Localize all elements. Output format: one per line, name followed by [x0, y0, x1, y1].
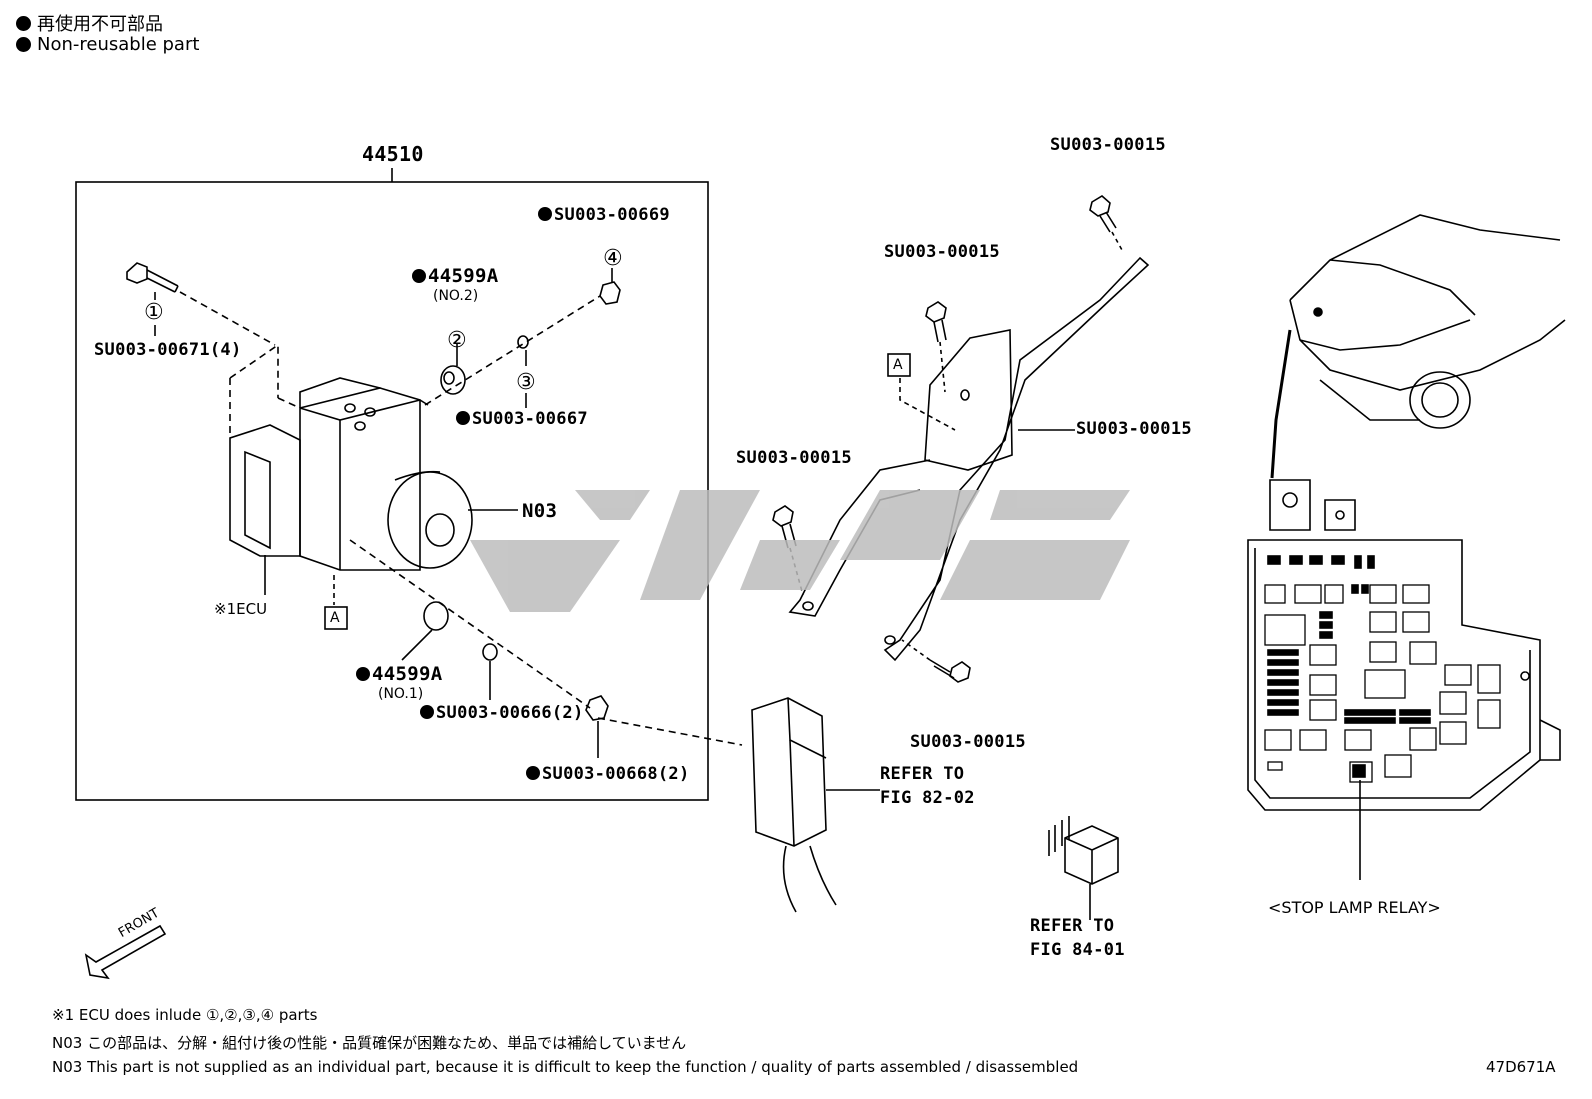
callout-ecu: ※1ECU	[214, 600, 268, 618]
fuse-box-icon	[1247, 479, 1561, 880]
fuse-strips	[1267, 555, 1431, 778]
callout-number-2: ②	[447, 328, 467, 353]
callout-su003-00668: SU003-00668(2)	[526, 764, 690, 784]
watermark-logo	[470, 490, 1130, 612]
reference-box-a-2: A	[893, 357, 903, 373]
refer-fig-84-01-line2: FIG 84-01	[1030, 940, 1125, 960]
non-reusable-dot-icon	[538, 207, 552, 221]
callout-su003-00669: SU003-00669	[538, 205, 670, 225]
bolt-icon	[126, 262, 179, 293]
callout-number-3: ③	[516, 370, 536, 395]
callout-text: 44599A	[372, 663, 443, 685]
callout-n03: N03	[522, 500, 558, 522]
fuse-slots	[1264, 584, 1501, 783]
assembly-number: 44510	[362, 142, 424, 166]
callout-su003-00015-left: SU003-00015	[736, 448, 852, 468]
callout-44599a-no2: 44599A	[412, 265, 498, 287]
non-reusable-dot-icon	[16, 37, 31, 52]
stop-lamp-relay-label: <STOP LAMP RELAY>	[1268, 898, 1441, 917]
callout-su003-00666: SU003-00666(2)	[420, 703, 584, 723]
front-arrow-icon	[84, 924, 167, 980]
non-reusable-dot-icon	[456, 411, 470, 425]
callout-su003-00015-top: SU003-00015	[1050, 135, 1166, 155]
callout-no2: (NO.2)	[433, 288, 479, 304]
refer-fig-82-02-line2: FIG 82-02	[880, 788, 975, 808]
callout-text: SU003-00668(2)	[542, 764, 690, 784]
diagram-code: 47D671A	[1486, 1058, 1556, 1076]
car-icon	[1270, 214, 1566, 479]
callout-number-1: ①	[144, 300, 164, 325]
callout-su003-00671: SU003-00671(4)	[94, 340, 242, 360]
non-reusable-dot-icon	[526, 766, 540, 780]
note-n03-jp: N03 この部品は、分解・組付け後の性能・品質確保が困難なため、単品では補給して…	[52, 1034, 687, 1052]
callout-no1: (NO.1)	[378, 686, 424, 702]
legend-jp-text: 再使用不可部品	[37, 14, 163, 35]
non-reusable-dot-icon	[412, 269, 426, 283]
callout-number-4: ④	[603, 246, 623, 271]
non-reusable-dot-icon	[16, 15, 31, 31]
callout-44599a-no1: 44599A	[356, 663, 442, 685]
non-reusable-dot-icon	[356, 667, 370, 681]
legend-en-text: Non-reusable part	[37, 34, 200, 55]
callout-su003-00015-mid: SU003-00015	[884, 242, 1000, 262]
callout-text: SU003-00667	[472, 409, 588, 429]
reference-box-a: A	[330, 610, 340, 626]
legend-en: Non-reusable part	[16, 34, 199, 55]
connector-icon	[751, 697, 837, 913]
callout-text: SU003-00666(2)	[436, 703, 584, 723]
callout-su003-00667: SU003-00667	[456, 409, 588, 429]
relay-icon	[1048, 816, 1119, 885]
legend-jp: 再使用不可部品	[16, 10, 163, 36]
refer-fig-84-01-line1: REFER TO	[1030, 916, 1115, 936]
refer-fig-82-02-line1: REFER TO	[880, 764, 965, 784]
callout-text: SU003-00669	[554, 205, 670, 225]
callout-text: 44599A	[428, 265, 499, 287]
abs-actuator-icon	[229, 377, 473, 571]
callout-su003-00015-bottom: SU003-00015	[910, 732, 1026, 752]
note-ecu: ※1 ECU does inlude ①,②,③,④ parts	[52, 1006, 318, 1024]
non-reusable-dot-icon	[420, 705, 434, 719]
callout-su003-00015-right: SU003-00015	[1076, 419, 1192, 439]
note-n03-en: N03 This part is not supplied as an indi…	[52, 1058, 1079, 1076]
